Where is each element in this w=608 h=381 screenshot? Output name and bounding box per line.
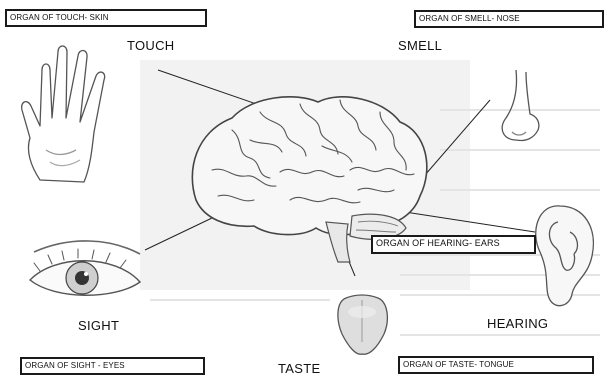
sense-hearing: HEARING — [487, 316, 548, 331]
tongue-illustration — [338, 295, 387, 354]
sense-taste: TASTE — [278, 361, 320, 376]
organ-label-sight: ORGAN OF SIGHT - EYES — [20, 357, 205, 375]
ear-illustration — [536, 206, 594, 306]
organ-label-touch: ORGAN OF TOUCH- SKIN — [5, 9, 207, 27]
sense-smell: SMELL — [398, 38, 442, 53]
eye-illustration — [30, 241, 140, 295]
nose-illustration — [502, 70, 539, 141]
organ-label-taste: ORGAN OF TASTE- TONGUE — [398, 356, 594, 374]
hand-illustration — [22, 46, 105, 182]
sense-touch: TOUCH — [127, 38, 174, 53]
organ-label-hearing: ORGAN OF HEARING- EARS — [371, 235, 536, 254]
organ-label-smell: ORGAN OF SMELL- NOSE — [414, 10, 604, 28]
sense-sight: SIGHT — [78, 318, 119, 333]
